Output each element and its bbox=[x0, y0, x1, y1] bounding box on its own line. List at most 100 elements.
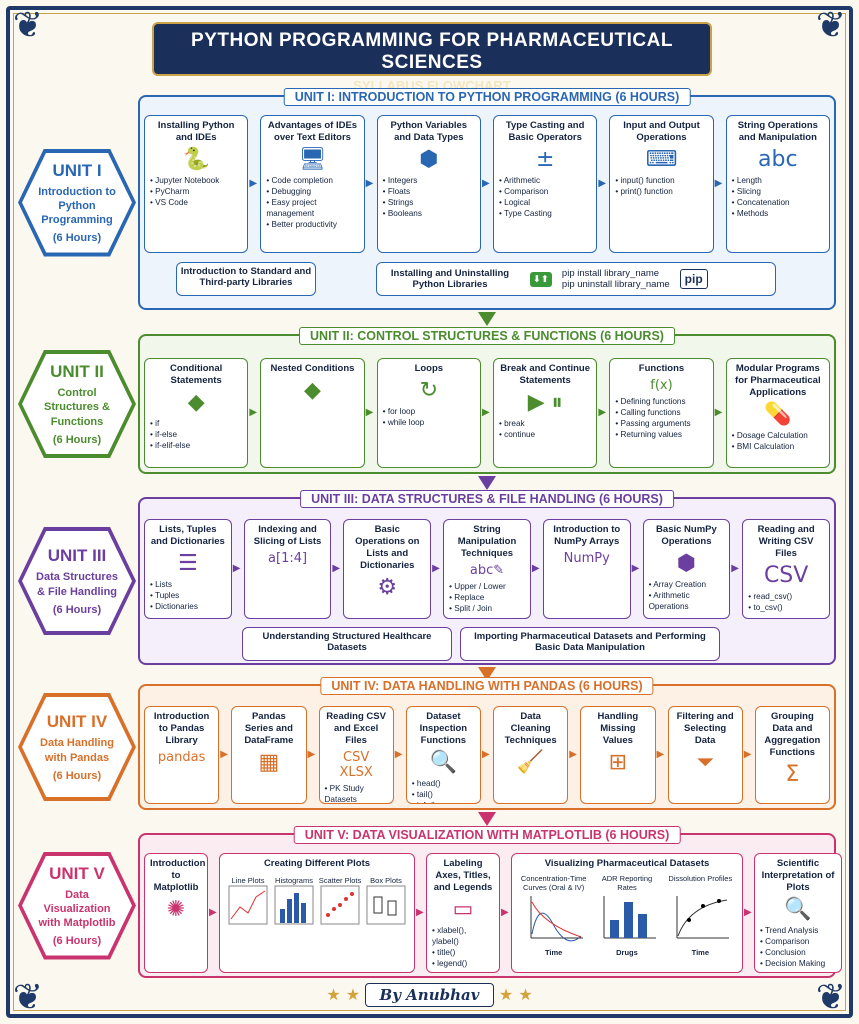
pharma-plot-icon bbox=[603, 895, 656, 939]
arrow-right-icon: ▶ bbox=[232, 563, 241, 574]
topic-item: Comparison bbox=[499, 186, 591, 197]
unit-hours: (6 Hours) bbox=[52, 433, 102, 446]
topic-box[interactable]: Labeling Axes, Titles, and Legends▭xlabe… bbox=[426, 853, 500, 973]
topic-item: while loop bbox=[383, 417, 475, 428]
topic-box[interactable]: Dataset Inspection Functions🔍head()tail(… bbox=[405, 706, 481, 804]
arrow-right-icon: ▶ bbox=[220, 749, 228, 760]
topic-box[interactable]: String Operations and ManipulationabcLen… bbox=[725, 115, 830, 253]
unit-heading: UNIT V: DATA VISUALIZATION WITH MATPLOTL… bbox=[293, 826, 681, 844]
topic-title: Pandas Series and DataFrame bbox=[244, 711, 294, 746]
unit-hours: (6 Hours) bbox=[52, 603, 102, 616]
topic-box[interactable]: Pandas Series and DataFrame▦ bbox=[231, 706, 307, 804]
footer: ★ ★ By Anubhav ★ ★ bbox=[0, 983, 859, 1007]
mini-plot-icon bbox=[366, 885, 406, 925]
topic-items: ListsTuplesDictionaries bbox=[150, 579, 226, 612]
corner-ornament-icon: ❦ bbox=[12, 977, 44, 1018]
inner-frame bbox=[13, 13, 846, 1011]
topic-box[interactable]: Loops↻for loopwhile loop bbox=[376, 358, 481, 468]
flowchart-icon: ◆ bbox=[187, 389, 205, 415]
topic-box[interactable]: Basic NumPy Operations⬢Array CreationAri… bbox=[642, 519, 731, 619]
unit-label: UNIT V bbox=[49, 863, 105, 883]
csv-xlsx-icon: CSV XLSX bbox=[339, 749, 373, 780]
topic-box[interactable]: Nested Conditions◆ bbox=[260, 358, 365, 468]
csv-icon: CSV bbox=[763, 562, 809, 588]
topic-box[interactable]: Break and Continue Statements▶ ⏸breakcon… bbox=[493, 358, 598, 468]
mini-plot-icon bbox=[228, 885, 268, 925]
topic-title: Type Casting and Basic Operators bbox=[505, 120, 585, 143]
topic-items: Defining functionsCalling functionsPassi… bbox=[615, 396, 707, 440]
topic-title: Introduction to Matplotlib bbox=[150, 858, 206, 893]
unit-heading: UNIT I: INTRODUCTION TO PYTHON PROGRAMMI… bbox=[283, 88, 691, 106]
arrow-right-icon: ▶ bbox=[249, 407, 258, 418]
topic-box[interactable]: Input and Output Operations⌨input() func… bbox=[609, 115, 714, 253]
topic-item: head() bbox=[412, 778, 475, 789]
unit-name: Data Handling with Pandas bbox=[40, 737, 114, 764]
topic-item: PyCharm bbox=[150, 186, 242, 197]
topic-box[interactable]: Conditional Statements◆ifif-elseif-elif-… bbox=[144, 358, 249, 468]
topic-item: if-elif-else bbox=[150, 440, 242, 451]
page-title: PYTHON PROGRAMMING FOR PHARMACEUTICAL SC… bbox=[191, 30, 673, 73]
topic-items: Dosage CalculationBMI Calculation bbox=[732, 430, 824, 452]
topic-item: legend() bbox=[432, 958, 494, 969]
arrow-down-icon bbox=[478, 812, 496, 826]
topic-box[interactable]: Modular Programs for Pharmaceutical Appl… bbox=[725, 358, 830, 468]
topic-box[interactable]: Introduction to Matplotlib✺ bbox=[144, 853, 208, 973]
loop-icon: ↻ bbox=[419, 377, 439, 403]
subtopic-box[interactable]: Installing and Uninstalling Python Libra… bbox=[376, 262, 776, 296]
plot-type: Box Plots bbox=[364, 876, 408, 927]
pharma-plot-xlabel: Time bbox=[544, 947, 563, 957]
download-upload-icon: ⬇⬆ bbox=[530, 271, 552, 287]
topic-box[interactable]: Filtering and Selecting Data⏷ bbox=[667, 706, 743, 804]
topic-box[interactable]: Handling Missing Values⊞ bbox=[580, 706, 656, 804]
topic-box[interactable]: Basic Operations on Lists and Dictionari… bbox=[343, 519, 432, 619]
topic-item: Integers bbox=[383, 175, 475, 186]
topic-item: to_csv() bbox=[748, 602, 824, 613]
topic-box[interactable]: Reading and Writing CSV FilesCSVread_csv… bbox=[742, 519, 830, 619]
subtopic-box[interactable]: Understanding Structured Healthcare Data… bbox=[242, 627, 452, 661]
topic-box[interactable]: String Manipulation Techniquesabc✎Upper … bbox=[443, 519, 531, 619]
subtopic-label: Installing and Uninstalling Python Libra… bbox=[390, 268, 510, 290]
corner-ornament-icon: ❦ bbox=[815, 5, 847, 46]
topic-title: String Operations and Manipulation bbox=[737, 120, 818, 143]
topic-box[interactable]: Type Casting and Basic Operators±Arithme… bbox=[493, 115, 598, 253]
unit-name: Data Visualization with Matplotlib bbox=[38, 888, 116, 930]
calculator-icon: ± bbox=[535, 146, 555, 172]
topic-items: Code completionDebuggingEasy project man… bbox=[266, 175, 358, 230]
unit-badge[interactable]: UNIT V Data Visualization with Matplotlib… bbox=[18, 851, 136, 960]
topic-items: input() functionprint() function bbox=[615, 175, 707, 197]
subtopic-box[interactable]: Importing Pharmaceutical Datasets and Pe… bbox=[460, 627, 720, 661]
topic-item: Dictionaries bbox=[150, 601, 226, 612]
topic-box[interactable]: Data Cleaning Techniques🧹 bbox=[493, 706, 569, 804]
topic-box[interactable]: Python Variables and Data Types⬢Integers… bbox=[376, 115, 481, 253]
title-banner: PYTHON PROGRAMMING FOR PHARMACEUTICAL SC… bbox=[152, 22, 712, 93]
subtopic-box[interactable]: Introduction to Standard and Third-party… bbox=[176, 262, 316, 296]
topic-box[interactable]: Installing Python and IDEs🐍Jupyter Noteb… bbox=[144, 115, 249, 253]
topic-item: Arithmetic Operations bbox=[649, 590, 725, 612]
topic-title: Nested Conditions bbox=[270, 363, 355, 374]
topic-box[interactable]: Lists, Tuples and Dictionaries☰ListsTupl… bbox=[144, 519, 232, 619]
topic-title: Visualizing Pharmaceutical Datasets bbox=[544, 858, 710, 869]
topic-item: Debugging bbox=[266, 186, 358, 197]
arrow-right-icon: ▶ bbox=[631, 563, 640, 574]
unit-badge-inner: UNIT V Data Visualization with Matplotlib… bbox=[22, 855, 132, 956]
topic-box[interactable]: Scientific Interpretation of Plots🔍Trend… bbox=[754, 853, 842, 973]
topic-item: Upper / Lower bbox=[449, 581, 525, 592]
topic-box[interactable]: Advantages of IDEs over Text Editors🖥Cod… bbox=[260, 115, 365, 253]
arrow-right-icon: ▶ bbox=[501, 907, 509, 918]
topic-items: breakcontinue bbox=[499, 418, 591, 440]
slice-icon: a[1:4] bbox=[268, 550, 308, 566]
